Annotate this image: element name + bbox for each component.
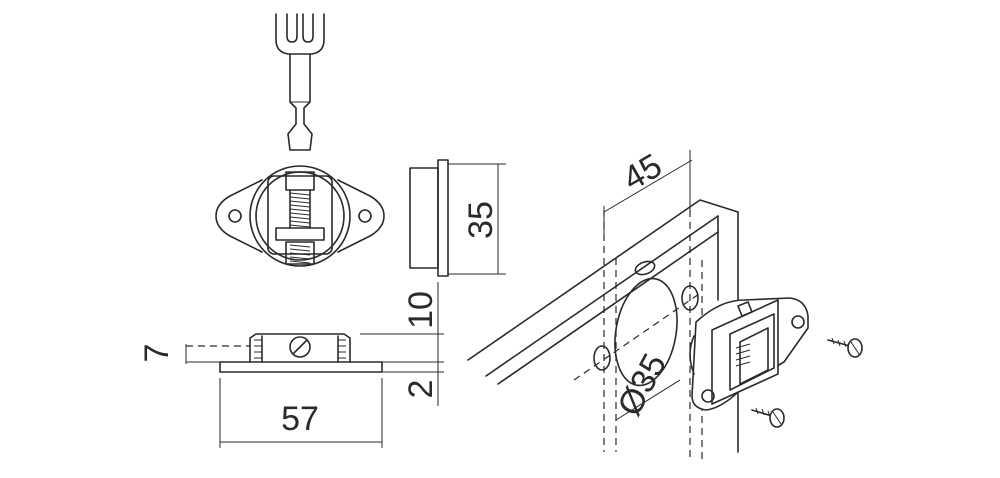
wood-screw-icon: [827, 337, 863, 358]
side-profile-view: 35: [409, 159, 506, 277]
dimension-45: 45: [617, 147, 669, 199]
dimension-35: 35: [462, 201, 500, 239]
front-elevation-view: 7 10 2 57: [138, 282, 444, 448]
screwdriver-icon: [275, 13, 325, 151]
threaded-screw-icon: [289, 189, 311, 264]
dimension-7: 7: [138, 344, 176, 363]
dimension-57: 57: [281, 400, 319, 438]
dimension-10: 10: [402, 291, 440, 329]
dimension-2: 2: [402, 380, 440, 399]
cabinet-panel-isometric: 45 Ø35: [467, 147, 739, 462]
dimension-bore-diameter: Ø35: [610, 348, 674, 423]
wood-screw-icon: [751, 407, 785, 428]
fitting-housing-isometric: [689, 297, 809, 411]
mounting-plate-top-view: [215, 165, 385, 267]
